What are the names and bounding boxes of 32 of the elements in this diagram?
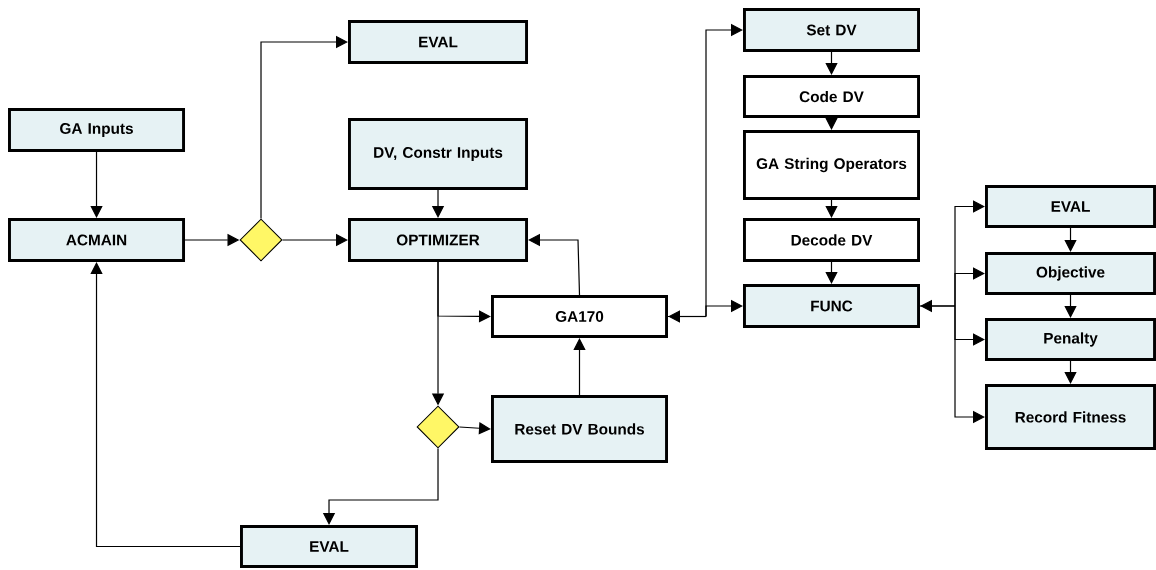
- arrow: [825, 199, 838, 218]
- arrow: [825, 117, 838, 130]
- arrow: [260, 35, 348, 220]
- arrow: [90, 151, 103, 218]
- arrow: [1064, 294, 1077, 318]
- process-box: Set DV: [743, 8, 920, 52]
- process-box: ACMAIN: [8, 218, 185, 262]
- decision-diamond: [416, 405, 460, 449]
- process-box: GA170: [491, 295, 668, 338]
- process-box: OPTIMIZER: [348, 218, 528, 262]
- arrow: [1064, 360, 1077, 384]
- process-box: EVAL: [985, 185, 1156, 228]
- process-box: DV, Constr Inputs: [348, 118, 528, 190]
- process-box: FUNC: [743, 284, 920, 328]
- arrow: [825, 261, 838, 284]
- arrow: [458, 422, 491, 435]
- arrow: [90, 262, 241, 548]
- process-box: Record Fitness: [985, 384, 1156, 450]
- arrow: [573, 338, 586, 396]
- process-box: Reset DV Bounds: [491, 395, 668, 463]
- arrow: [667, 23, 743, 323]
- process-box: GA Inputs: [8, 108, 185, 152]
- process-box: Objective: [985, 252, 1156, 295]
- process-box: EVAL: [348, 20, 528, 64]
- process-box: GA String Operators: [743, 130, 920, 200]
- process-box: EVAL: [240, 525, 418, 568]
- process-box: Penalty: [985, 318, 1156, 361]
- arrow: [825, 51, 838, 75]
- process-box: Code DV: [743, 75, 920, 118]
- process-box: Decode DV: [743, 218, 920, 262]
- decision-diamond: [239, 218, 283, 262]
- arrow: [1064, 227, 1077, 252]
